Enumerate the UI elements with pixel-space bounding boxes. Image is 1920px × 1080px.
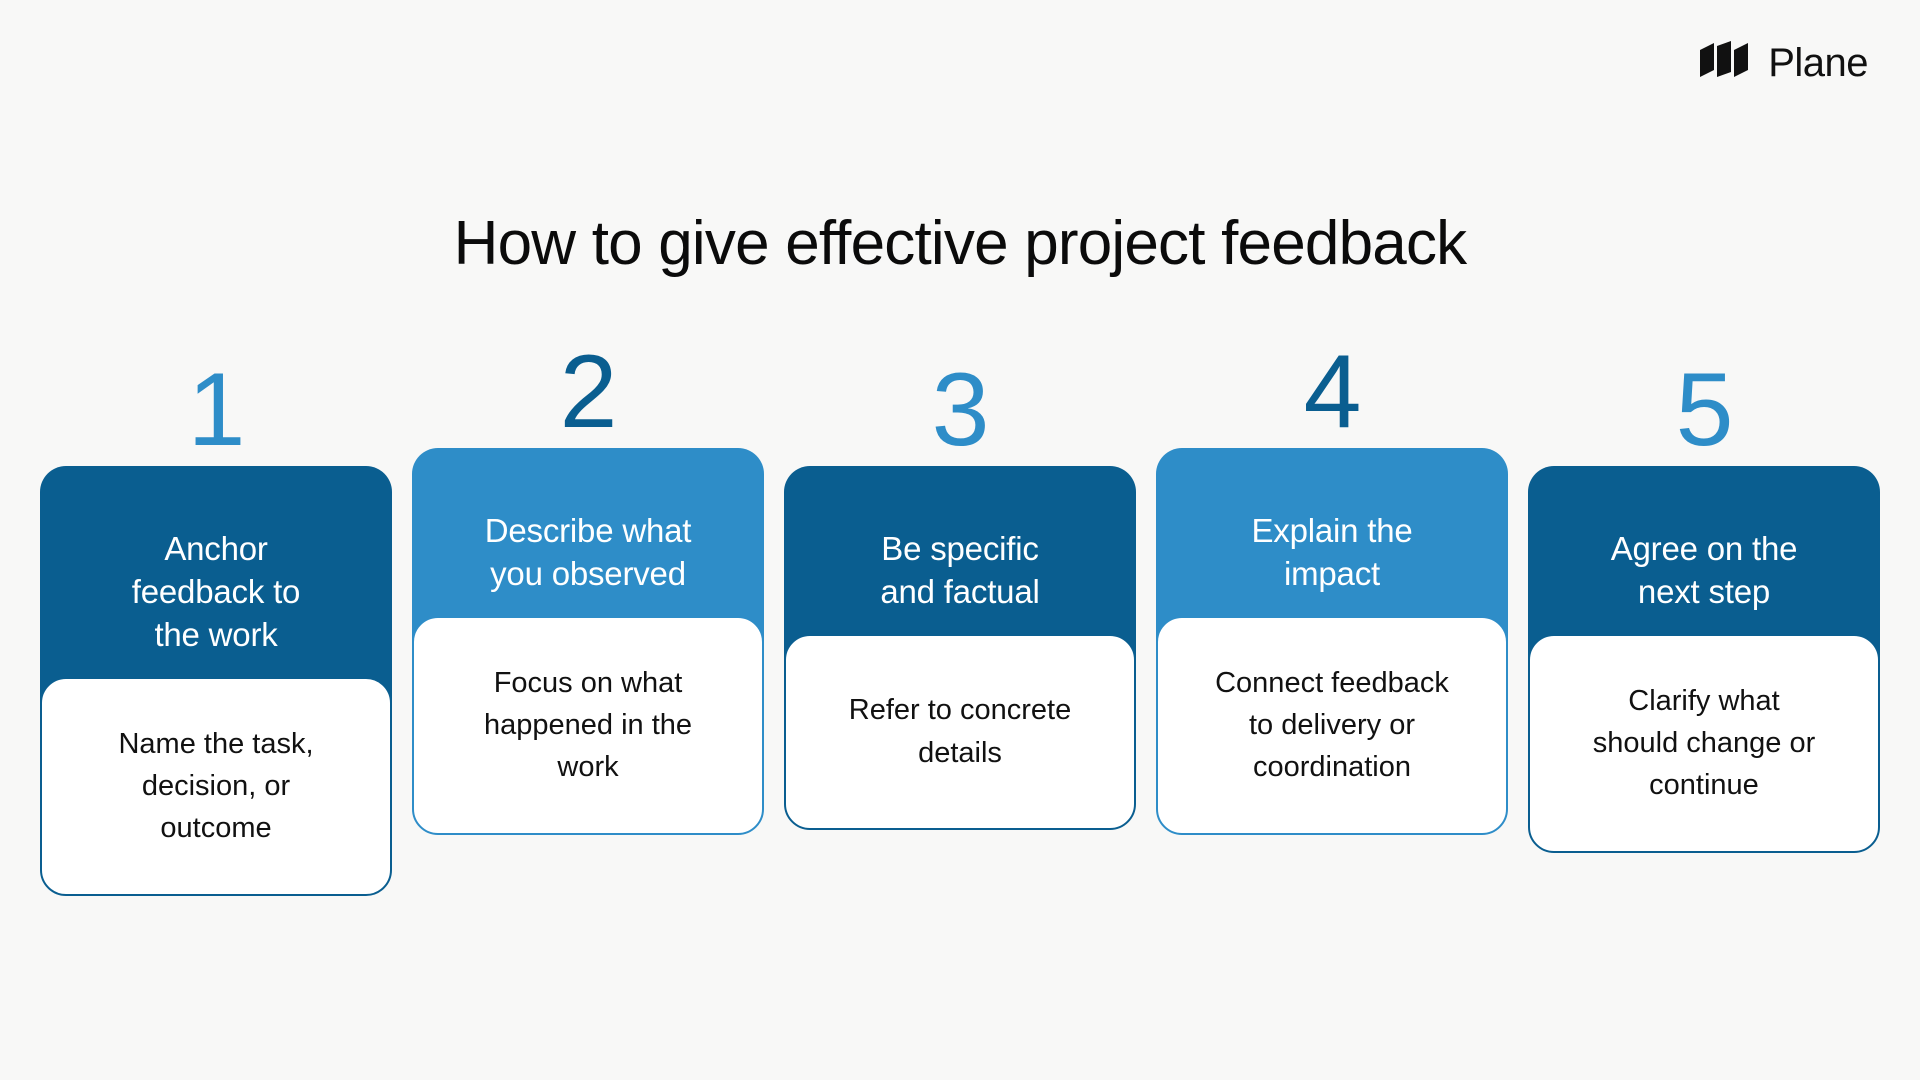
step-heading-5: Agree on the next step — [1610, 530, 1798, 610]
step-number-1: 1 — [187, 352, 246, 468]
step-body-text-3: Refer to concrete details — [848, 694, 1072, 769]
card-stack-1: Anchor feedback to the work Name the tas… — [40, 466, 392, 896]
step-card-3[interactable]: 3 Be specific and factual Refer to concr… — [784, 340, 1136, 918]
card-stack-3: Be specific and factual Refer to concret… — [784, 466, 1136, 830]
step-body-text-1: Name the task, decision, or outcome — [118, 727, 314, 845]
step-card-2[interactable]: 2 Describe what you observed Focus on wh… — [412, 340, 764, 900]
step-body-card-5: Clarify what should change or continue — [1528, 633, 1880, 853]
step-body-card-3: Refer to concrete details — [784, 633, 1136, 830]
step-heading-2: Describe what you observed — [484, 512, 692, 592]
step-body-text-4: Connect feedback to delivery or coordina… — [1215, 666, 1449, 784]
step-body-card-1: Name the task, decision, or outcome — [40, 676, 392, 896]
card-stack-2: Describe what you observed Focus on what… — [412, 448, 764, 835]
plane-logo-icon — [1698, 40, 1754, 85]
card-stack-4: Explain the impact Connect feedback to d… — [1156, 448, 1508, 835]
step-body-card-2: Focus on what happened in the work — [412, 615, 764, 835]
step-heading-1: Anchor feedback to the work — [131, 530, 301, 653]
step-heading-4: Explain the impact — [1251, 512, 1413, 592]
step-number-3: 3 — [931, 352, 990, 468]
brand-logo: Plane — [1698, 40, 1868, 85]
brand-name: Plane — [1768, 40, 1868, 85]
step-card-5[interactable]: 5 Agree on the next step Clarify what sh… — [1528, 340, 1880, 918]
page-title: How to give effective project feedback — [453, 208, 1468, 278]
steps-row: 1 Anchor feedback to the work Name the t… — [40, 340, 1880, 920]
step-number-5: 5 — [1675, 352, 1734, 468]
step-card-1[interactable]: 1 Anchor feedback to the work Name the t… — [40, 340, 392, 918]
card-stack-5: Agree on the next step Clarify what shou… — [1528, 466, 1880, 853]
step-card-4[interactable]: 4 Explain the impact Connect feedback to… — [1156, 340, 1508, 900]
step-heading-3: Be specific and factual — [880, 530, 1040, 610]
step-body-card-4: Connect feedback to delivery or coordina… — [1156, 615, 1508, 835]
step-number-2: 2 — [559, 334, 618, 450]
step-body-text-2: Focus on what happened in the work — [483, 666, 693, 784]
step-number-4: 4 — [1303, 334, 1362, 450]
step-body-text-5: Clarify what should change or continue — [1592, 684, 1816, 802]
